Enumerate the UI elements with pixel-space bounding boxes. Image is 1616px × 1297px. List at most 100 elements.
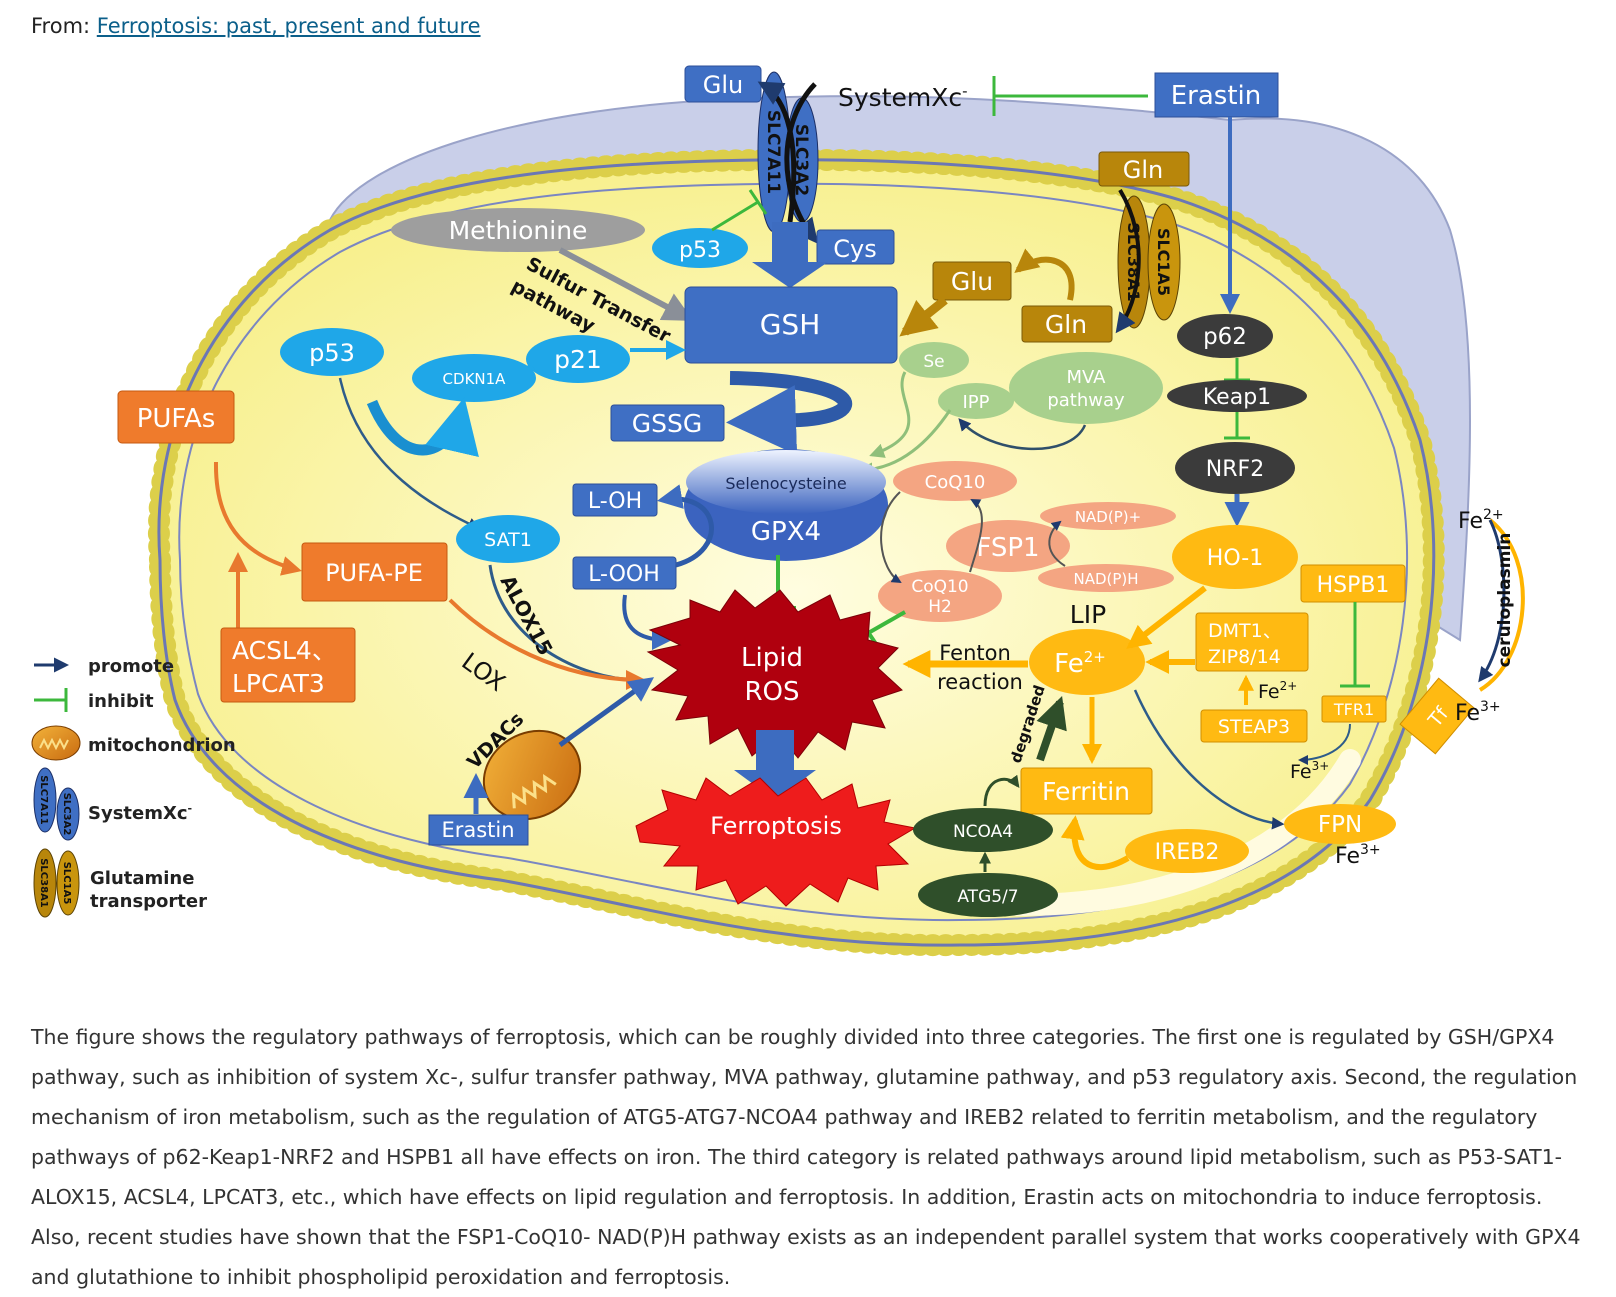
nad-cycle [1048, 520, 1066, 567]
p53-to-sat1-arrow [338, 377, 481, 530]
gsh-box [684, 286, 898, 364]
cys-to-gsh-arrow [752, 222, 828, 288]
gsh-label: GSH [760, 308, 821, 341]
gln-to-glu-arrow [1014, 248, 1075, 301]
ireb2-label: IREB2 [1155, 840, 1220, 865]
p53-inhibit-slc7a11 [711, 189, 768, 232]
source-link[interactable]: Ferroptosis: past, present and future [96, 14, 481, 38]
coq10-cycle-left [880, 491, 902, 584]
steap3-label: STEAP3 [1218, 716, 1290, 738]
tf-box [1399, 677, 1475, 755]
dmt1-label-1: DMT1、 [1208, 620, 1282, 642]
fenton-label-1: Fenton [939, 641, 1011, 665]
legend-slc3a2-icon [56, 787, 80, 841]
mitochondrion-cristae [511, 774, 557, 809]
ncoa4-node [913, 808, 1053, 852]
fenton-label-2: reaction [937, 670, 1023, 694]
pufas-box [117, 390, 235, 444]
l-ooh-label: L-OOH [588, 562, 660, 587]
cdkn1a-p21-link [527, 363, 535, 372]
ceruloplasmin-label: ceruloplasmin [1495, 533, 1515, 668]
keap1-node [1167, 380, 1307, 412]
ipp-label: IPP [962, 392, 989, 413]
nrf2-node [1175, 442, 1295, 494]
p53-small-label: p53 [679, 238, 721, 263]
legend-slc7a11-icon [33, 767, 57, 833]
methionine-label: Methionine [449, 216, 588, 245]
fpn-label: FPN [1318, 812, 1362, 838]
degraded-arrow [1036, 695, 1067, 762]
tfr1-to-steap3-arrow [1298, 723, 1351, 765]
cys-import-arrow [784, 82, 819, 244]
cys-box [816, 229, 895, 265]
gln-top-box [1098, 151, 1190, 187]
source-line: From: Ferroptosis: past, present and fut… [31, 14, 481, 38]
fsp1-node [946, 520, 1070, 572]
sat1-node [456, 515, 560, 563]
erastin-inhibit-systemxc [992, 76, 1148, 116]
atg57-node [918, 873, 1058, 917]
legend-slc7a11-label: SLC7A11 [38, 775, 49, 825]
selenocysteine-label: Selenocysteine [725, 474, 846, 493]
p62-node [1177, 314, 1273, 358]
looh-to-ros-arrow [622, 594, 672, 650]
mitochondrion [482, 729, 582, 821]
acsl4-label-1: ACSL4、 [232, 636, 337, 665]
legend-promote-label: promote [88, 656, 174, 677]
gsh-to-gssg-arrow [726, 371, 853, 456]
source-prefix: From: [31, 14, 97, 38]
legend-mitochondrion-label: mitochondrion [88, 735, 236, 756]
legend-inhibit-label: inhibit [88, 691, 154, 712]
dmt1-label-2: ZIP8/14 [1208, 646, 1281, 668]
hspb1-label: HSPB1 [1317, 573, 1390, 598]
ipp-node [938, 383, 1014, 419]
glu-top-label: Glu [703, 71, 743, 99]
pufape-to-ros-arrow [448, 598, 646, 690]
slc1a5-protein [1147, 203, 1181, 321]
coq10-label: CoQ10 [925, 472, 986, 493]
fe2-right-label: Fe2+ [1458, 507, 1504, 534]
mva-label-1: MVA [1066, 367, 1106, 388]
pufa-pe-label: PUFA-PE [325, 559, 423, 587]
legend-mito-cristae [39, 737, 69, 751]
pufa-pe-box [301, 542, 448, 602]
figure-caption: The figure shows the regulatory pathways… [31, 1024, 1581, 1289]
nadp-plus-node [1040, 502, 1176, 530]
lip-label: LIP [1070, 600, 1106, 629]
fsp1-label: FSP1 [976, 533, 1039, 563]
erastin-top-box [1154, 72, 1279, 118]
p53-small-node [652, 228, 748, 268]
cell-membrane-inner [178, 182, 1409, 922]
lipid-ros-label-2: ROS [744, 677, 799, 707]
p62-label: p62 [1203, 324, 1247, 350]
fe2-center-node [1029, 629, 1145, 695]
legend-mitochondrion-icon [31, 725, 81, 761]
p21-node [526, 335, 630, 383]
steap3-box [1200, 709, 1308, 743]
ho1-to-fe-arrow [1126, 585, 1207, 649]
coq10h2-label-2: H2 [928, 597, 952, 617]
methionine-to-gsh-arrow [558, 247, 694, 321]
ho1-node [1172, 525, 1298, 589]
fe3-right-label: Fe3+ [1455, 699, 1501, 726]
acsl4-box [220, 627, 356, 703]
fe2-small-label: Fe2+ [1258, 679, 1297, 703]
glu-mid-label: Glu [951, 267, 993, 296]
erastin-top-label: Erastin [1171, 81, 1262, 111]
keap1-label: Keap1 [1203, 385, 1271, 410]
selenocysteine-node [686, 450, 886, 514]
fpn-node [1284, 804, 1396, 844]
mito-to-ros-arrow [558, 677, 655, 748]
ncoa4-to-ferritin-arrow [983, 774, 1020, 807]
tfr1-box [1321, 695, 1387, 723]
ceruloplasmin-arc-navy [1478, 519, 1506, 683]
gln-top-label: Gln [1123, 156, 1163, 184]
nadph-node [1038, 564, 1174, 592]
slc7a11-label: SLC7A11 [763, 110, 783, 194]
coq10-node [893, 461, 1017, 501]
lipid-ros-label-1: Lipid [741, 643, 803, 673]
ceruloplasmin-arc-gold [1478, 518, 1525, 692]
se-to-gpx4-arrow [869, 371, 911, 458]
legend-inhibit-symbol [34, 688, 68, 712]
l-ooh-box [572, 556, 677, 590]
